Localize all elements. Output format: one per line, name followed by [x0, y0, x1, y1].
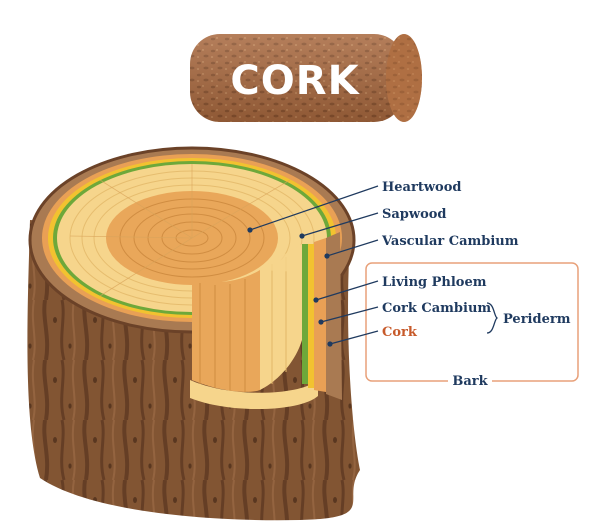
label-periderm: Periderm	[503, 312, 571, 327]
label-vascular-cambium: Vascular Cambium	[381, 234, 519, 249]
label-living-phloem: Living Phloem	[382, 275, 487, 290]
title-cork-plug: CORK	[190, 34, 422, 122]
label-heartwood: Heartwood	[382, 180, 461, 195]
label-bark: Bark	[452, 374, 488, 389]
periderm-brace	[486, 302, 499, 334]
title: CORK	[230, 58, 360, 104]
tree-trunk	[27, 146, 360, 521]
label-sapwood: Sapwood	[382, 207, 447, 222]
label-cork-cambium: Cork Cambium	[382, 301, 491, 316]
label-cork: Cork	[382, 325, 418, 340]
leader-lines	[247, 185, 379, 347]
